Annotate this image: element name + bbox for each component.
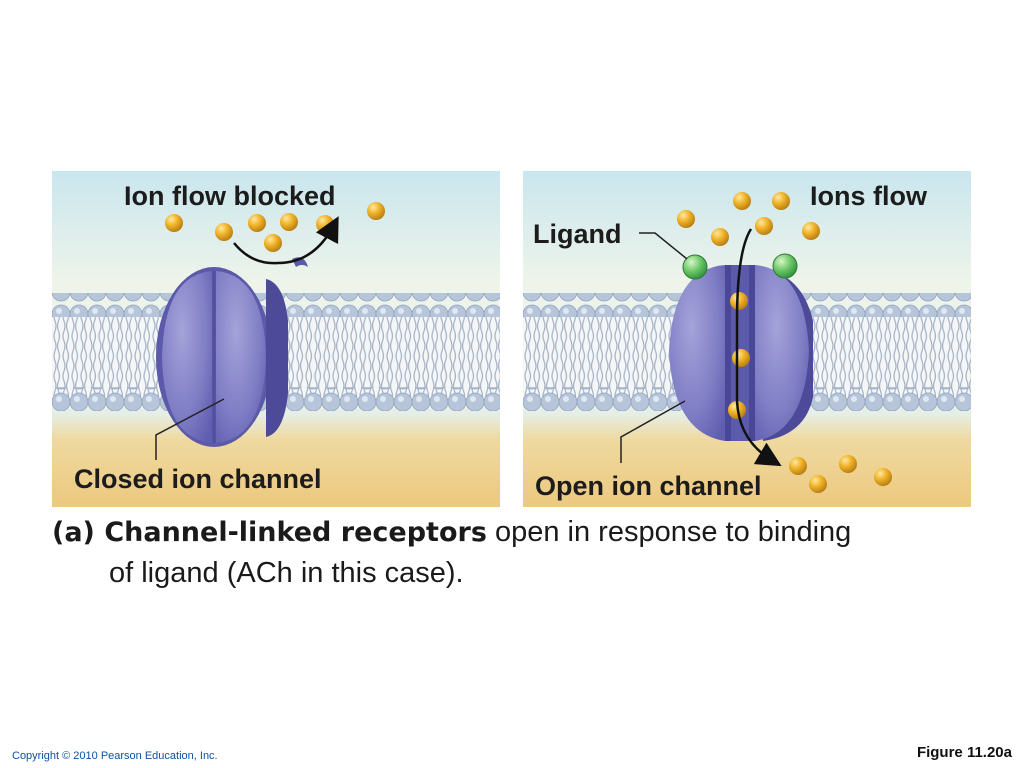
closed-ion-channel-label: Closed ion channel	[74, 464, 322, 494]
ion-flow-arrow	[735, 228, 782, 467]
closed-channel-panel: Ion flow blocked Closed ion channel	[52, 171, 500, 507]
ions-group	[677, 192, 892, 493]
caption-bold-term: Channel-linked receptors	[104, 517, 487, 548]
ion	[772, 192, 790, 210]
ligand-label: Ligand	[533, 219, 622, 249]
open-channel-panel: Ions flow Ligand Open ion channel	[523, 171, 971, 507]
ion	[809, 475, 827, 493]
ion	[367, 202, 385, 220]
caption-prefix: (a)	[52, 517, 105, 548]
ion	[248, 214, 266, 232]
figure-caption: (a) Channel-linked receptors open in res…	[52, 512, 982, 593]
ion	[789, 457, 807, 475]
closed-channel-protein	[156, 257, 308, 447]
ion	[874, 468, 892, 486]
ion	[165, 214, 183, 232]
ion	[677, 210, 695, 228]
open-channel-leader-line	[620, 400, 686, 463]
ion-flow-blocked-label: Ion flow blocked	[124, 181, 336, 211]
ion	[755, 217, 773, 235]
blocked-flow-arrow	[233, 216, 339, 265]
ion	[733, 192, 751, 210]
figure-number: Figure 11.20a	[916, 744, 1012, 761]
ion	[802, 222, 820, 240]
ligand	[682, 254, 708, 280]
ion	[280, 213, 298, 231]
copyright-notice: Copyright © 2010 Pearson Education, Inc.	[12, 750, 218, 762]
ligands-group	[682, 253, 798, 280]
ion	[711, 228, 729, 246]
caption-text: open in response to binding	[486, 516, 852, 548]
closed-channel-leader-line	[155, 398, 225, 460]
open-channel-illustration	[523, 171, 971, 507]
closed-channel-illustration	[52, 171, 500, 507]
caption-line-2: of ligand (ACh in this case).	[109, 557, 464, 589]
ligand-leader-line	[639, 232, 688, 260]
ligand	[772, 253, 798, 279]
ion	[215, 223, 233, 241]
ion	[264, 234, 282, 252]
open-ion-channel-label: Open ion channel	[535, 471, 762, 501]
ion	[732, 349, 750, 367]
ions-flow-label: Ions flow	[810, 181, 927, 211]
ion	[730, 292, 748, 310]
ion	[839, 455, 857, 473]
